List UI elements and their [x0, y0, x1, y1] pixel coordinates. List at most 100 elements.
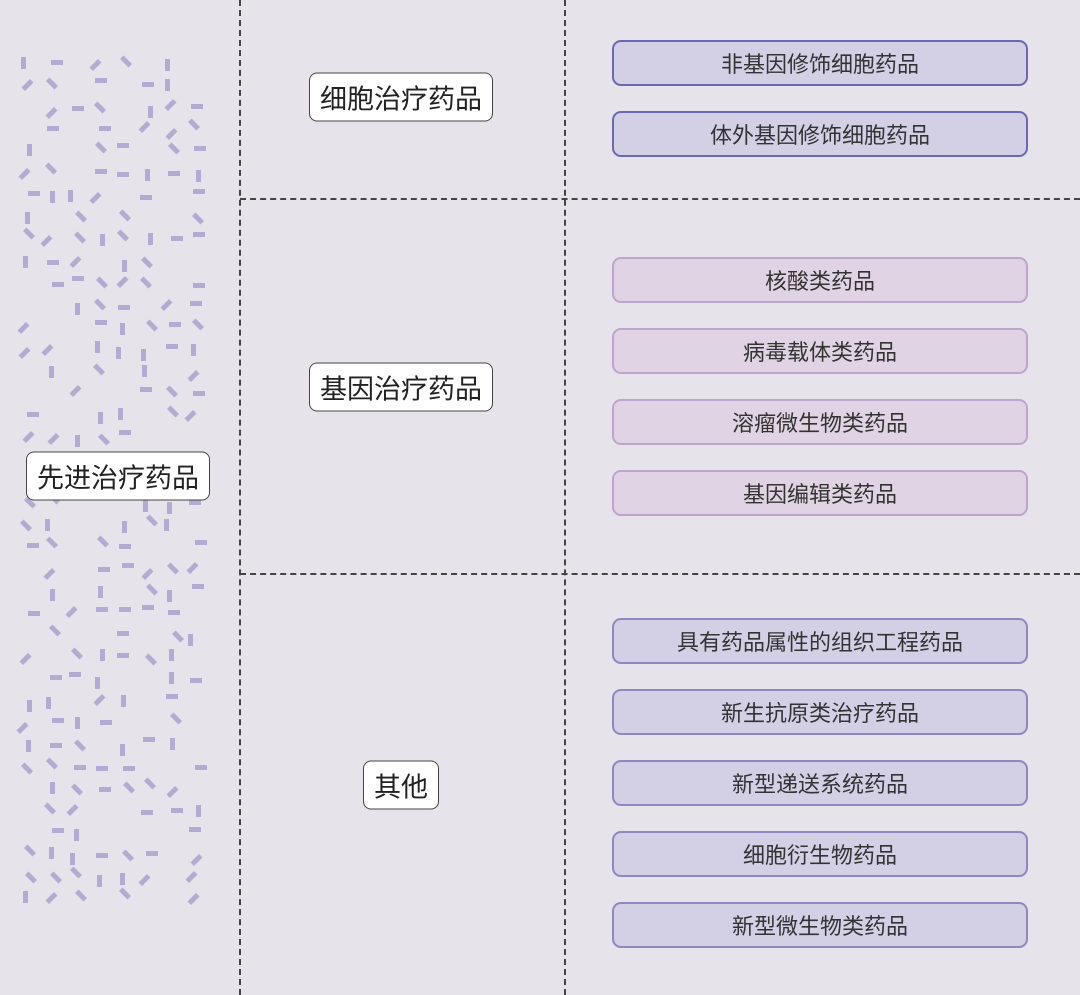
pattern-mark: [99, 719, 112, 725]
pattern-mark: [190, 677, 203, 683]
pattern-mark: [16, 722, 29, 735]
pattern-mark: [119, 323, 125, 336]
pattern-mark: [66, 803, 79, 816]
pattern-mark: [190, 854, 203, 867]
pattern-mark: [95, 169, 108, 175]
pattern-mark: [191, 318, 204, 331]
pattern-mark: [143, 777, 156, 790]
pattern-mark: [140, 256, 153, 269]
pattern-mark: [50, 871, 63, 884]
pattern-mark: [193, 188, 206, 194]
pattern-mark: [95, 766, 108, 772]
pattern-mark: [188, 634, 194, 647]
pattern-mark: [171, 807, 184, 813]
pattern-mark: [165, 127, 178, 140]
pattern-mark: [145, 583, 158, 596]
pattern-mark: [27, 191, 40, 197]
pattern-mark: [95, 853, 108, 859]
pattern-mark: [96, 276, 109, 289]
pattern-mark: [45, 892, 58, 905]
pattern-mark: [50, 191, 56, 204]
pattern-mark: [121, 563, 134, 569]
pattern-mark: [140, 348, 146, 361]
pattern-mark: [24, 212, 30, 225]
pattern-mark: [98, 125, 111, 131]
divider-vertical: [564, 0, 566, 995]
divider-vertical: [239, 0, 241, 995]
pattern-mark: [120, 744, 126, 757]
pattern-mark: [188, 826, 201, 832]
decorative-pattern: [16, 55, 220, 915]
pattern-mark: [167, 405, 180, 418]
pattern-mark: [165, 78, 171, 91]
pattern-mark: [168, 672, 174, 685]
pattern-mark: [194, 539, 207, 545]
pattern-mark: [94, 319, 107, 325]
pattern-mark: [143, 737, 156, 743]
pattern-mark: [18, 167, 31, 180]
pattern-mark: [191, 344, 197, 357]
pattern-mark: [166, 562, 179, 575]
pattern-mark: [74, 717, 80, 730]
pattern-mark: [192, 232, 205, 238]
pattern-mark: [71, 783, 84, 796]
pattern-mark: [118, 304, 131, 310]
pattern-mark: [140, 276, 153, 289]
pattern-mark: [166, 385, 179, 398]
pattern-mark: [188, 500, 201, 506]
pattern-mark: [22, 430, 35, 443]
pattern-mark: [166, 344, 179, 350]
pattern-mark: [195, 764, 208, 770]
pattern-mark: [191, 584, 204, 590]
pattern-mark: [140, 386, 153, 392]
pattern-mark: [141, 81, 154, 87]
pattern-mark: [89, 58, 102, 71]
pattern-mark: [50, 588, 56, 601]
pattern-mark: [74, 434, 80, 447]
pattern-mark: [116, 229, 129, 242]
pattern-mark: [122, 781, 135, 794]
pattern-mark: [68, 189, 74, 202]
pattern-mark: [98, 411, 104, 424]
pattern-mark: [25, 739, 31, 752]
pattern-mark: [142, 605, 155, 611]
pattern-mark: [21, 79, 34, 92]
pattern-mark: [98, 567, 111, 573]
pattern-mark: [98, 433, 111, 446]
pattern-mark: [73, 231, 86, 244]
divider-horizontal: [240, 198, 1080, 200]
pattern-mark: [167, 170, 180, 176]
pattern-mark: [117, 630, 130, 636]
leaf-item: 非基因修饰细胞药品: [612, 40, 1028, 86]
pattern-mark: [20, 762, 33, 775]
pattern-mark: [168, 322, 181, 328]
pattern-mark: [69, 256, 82, 269]
pattern-mark: [192, 390, 205, 396]
pattern-mark: [147, 106, 153, 119]
pattern-mark: [96, 535, 109, 548]
pattern-mark: [117, 143, 130, 148]
pattern-mark: [94, 298, 107, 311]
pattern-mark: [164, 99, 177, 112]
pattern-mark: [47, 259, 60, 265]
pattern-mark: [45, 697, 51, 710]
pattern-mark: [27, 699, 33, 712]
pattern-mark: [99, 649, 105, 662]
pattern-mark: [119, 887, 132, 900]
pattern-mark: [140, 194, 153, 200]
pattern-mark: [120, 873, 126, 886]
category-label-other: 其他: [363, 760, 439, 810]
pattern-mark: [18, 346, 31, 359]
pattern-mark: [167, 501, 173, 514]
pattern-mark: [119, 209, 132, 222]
pattern-mark: [49, 781, 55, 794]
pattern-mark: [46, 757, 59, 770]
pattern-mark: [96, 874, 102, 887]
pattern-mark: [48, 365, 54, 378]
pattern-mark: [51, 59, 64, 65]
pattern-mark: [19, 653, 32, 666]
category-label-cell-therapy: 细胞治疗药品: [309, 72, 493, 122]
leaf-item: 核酸类药品: [612, 257, 1028, 303]
pattern-mark: [74, 765, 87, 771]
pattern-mark: [164, 518, 170, 531]
